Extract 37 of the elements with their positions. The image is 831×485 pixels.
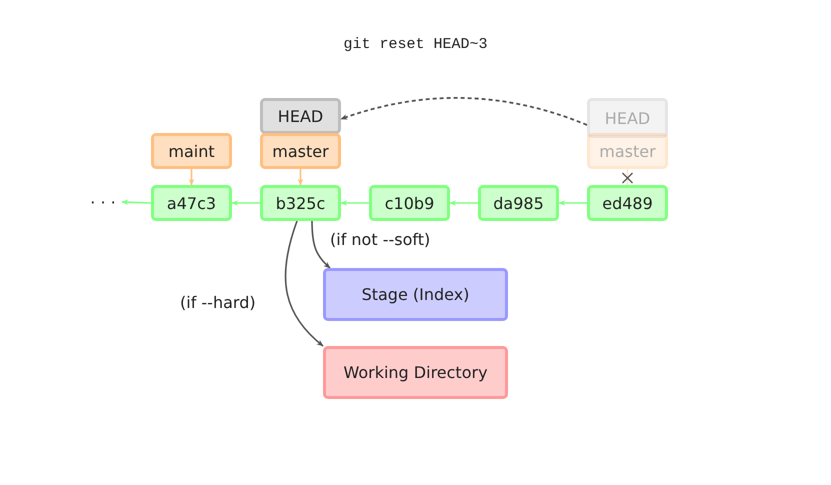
head-label-box	[260, 98, 341, 134]
branch-label-box	[587, 133, 668, 169]
node-label: b325c	[276, 194, 326, 212]
title: git reset HEAD~3	[342, 36, 489, 53]
node-label: master	[272, 142, 329, 160]
arrow	[231, 200, 260, 206]
connector-line	[626, 169, 628, 185]
commit-box	[587, 185, 668, 221]
ellipsis-text: · · ·	[90, 192, 116, 212]
node-label: ed489	[602, 194, 653, 212]
arrow	[298, 169, 304, 186]
commit-box	[260, 185, 341, 221]
commit-box	[478, 185, 559, 221]
dashed-arrow	[340, 97, 588, 126]
arrow	[188, 169, 194, 186]
node-label: Working Directory	[343, 363, 488, 382]
head-label-box	[587, 98, 668, 138]
node-label: HEAD	[278, 106, 324, 126]
working-directory-box	[323, 346, 508, 399]
stage-box	[323, 268, 508, 321]
branch-label-box	[260, 133, 341, 169]
node-label: HEAD	[604, 108, 650, 128]
arrow	[284, 220, 324, 347]
node-label: da985	[493, 194, 544, 212]
node-label: c10b9	[384, 194, 434, 212]
node-label: a47c3	[166, 194, 216, 212]
branch-label-box	[151, 133, 232, 169]
arrow	[121, 199, 152, 206]
arrow	[449, 200, 478, 206]
node-label: maint	[168, 142, 215, 160]
arrow	[340, 200, 369, 206]
commit-box	[151, 185, 232, 221]
arrow	[311, 220, 331, 269]
arrow	[558, 200, 587, 206]
commit-box	[369, 185, 450, 221]
node-label: master	[599, 142, 656, 160]
node-label: Stage (Index)	[362, 285, 470, 304]
